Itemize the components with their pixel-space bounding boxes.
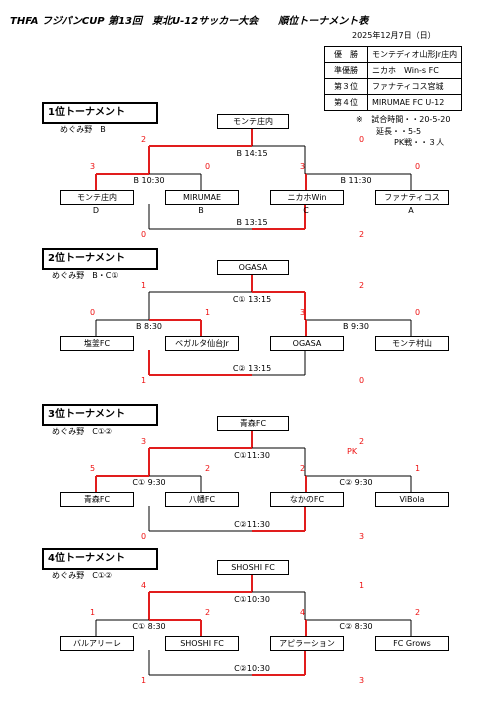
note-mark: ※ [356, 115, 363, 124]
team-box: 青森FC [60, 492, 134, 507]
score-label: 3 [90, 162, 96, 171]
score-label: 1 [90, 608, 96, 617]
score-label: 1 [141, 281, 147, 290]
semi-left-time-label: C① 9:30 [132, 478, 166, 487]
semi-right-time-label: C② 8:30 [339, 622, 373, 631]
score-label: 5 [90, 464, 96, 473]
table-row: 準優勝ニカホ Win-s FC [324, 62, 463, 79]
score-label: 3 [300, 308, 306, 317]
section-label: 2位トーナメント [42, 248, 158, 270]
third-time-label: C②10:30 [234, 664, 270, 673]
team-box: ニカホWin [270, 190, 344, 205]
score-label: 0 [141, 230, 147, 239]
semi-left-time-label: B 8:30 [136, 322, 162, 331]
third-time-label: B 13:15 [236, 218, 268, 227]
score-label: 3 [359, 676, 365, 685]
score-label: 3 [141, 437, 147, 446]
team-box: ファナティコス [375, 190, 449, 205]
note-line-3: PK戦・・３人 [394, 138, 445, 147]
score-label: 0 [141, 532, 147, 541]
notes: ※ 試合時間・・20-5-20 [356, 114, 450, 125]
team-box: ベガルタ仙台Jr [165, 336, 239, 351]
score-label: 0 [90, 308, 96, 317]
score-label: 2 [359, 281, 365, 290]
score-label: 2 [359, 437, 365, 446]
team-box: FC Grows [375, 636, 449, 651]
final-time-label: B 14:15 [236, 149, 268, 158]
score-label: 1 [359, 581, 365, 590]
team-group-caption: B [198, 206, 204, 215]
section-label: 3位トーナメント [42, 404, 158, 426]
final-time-label: C①11:30 [234, 451, 270, 460]
score-label: 0 [415, 162, 421, 171]
event-date: 2025年12月7日（日） [352, 31, 436, 40]
team-box: ViBola [375, 492, 449, 507]
final-time-label: C① 13:15 [232, 295, 272, 304]
final-winner-box: SHOSHI FC [217, 560, 289, 575]
final-winner-box: OGASA [217, 260, 289, 275]
score-label: 4 [300, 608, 306, 617]
table-row: 優 勝モンテディオ山形Jr庄内 [324, 46, 463, 63]
venue-label: めぐみ野 C①② [52, 571, 113, 580]
page-title: THFA フジパンCUP 第13回 東北U-12サッカー大会 順位トーナメント表 [10, 16, 369, 27]
pk-label: PK [347, 447, 358, 456]
semi-right-time-label: C② 9:30 [339, 478, 373, 487]
team-group-caption: D [92, 206, 100, 215]
score-label: 1 [141, 376, 147, 385]
final-winner-box: 青森FC [217, 416, 289, 431]
team-group-caption: A [408, 206, 414, 215]
score-label: 1 [415, 464, 421, 473]
note-line-1: 試合時間・・20-5-20 [371, 115, 451, 124]
team-box: モンテ村山 [375, 336, 449, 351]
score-label: 2 [359, 230, 365, 239]
score-label: 2 [205, 464, 211, 473]
team-cell: MIRUMAE FC U-12 [366, 94, 463, 111]
semi-right-time-label: B 9:30 [343, 322, 369, 331]
score-label: 1 [141, 676, 147, 685]
score-label: 3 [359, 532, 365, 541]
team-box: 塩釜FC [60, 336, 134, 351]
team-box: 八幡FC [165, 492, 239, 507]
section-label: 1位トーナメント [42, 102, 158, 124]
score-label: 0 [205, 162, 211, 171]
third-time-label: C② 13:15 [232, 364, 272, 373]
venue-label: めぐみ野 B [60, 125, 106, 134]
score-label: 2 [415, 608, 421, 617]
team-box: SHOSHI FC [165, 636, 239, 651]
section-label: 4位トーナメント [42, 548, 158, 570]
third-time-label: C②11:30 [234, 520, 270, 529]
note-line-2: 延長・・5-5 [376, 127, 422, 136]
team-group-caption: C [303, 206, 309, 215]
semi-right-time-label: B 11:30 [340, 176, 372, 185]
semi-left-time-label: C① 8:30 [132, 622, 166, 631]
score-label: 0 [415, 308, 421, 317]
semi-left-time-label: B 10:30 [133, 176, 165, 185]
score-label: 1 [205, 308, 211, 317]
final-winner-box: モンテ庄内 [217, 114, 289, 129]
score-label: 4 [141, 581, 147, 590]
score-label: 2 [205, 608, 211, 617]
score-label: 0 [359, 135, 365, 144]
final-time-label: C①10:30 [234, 595, 270, 604]
team-box: バルアリーレ [60, 636, 134, 651]
team-cell: モンテディオ山形Jr庄内 [366, 46, 463, 63]
venue-label: めぐみ野 C①② [52, 427, 113, 436]
venue-label: めぐみ野 B・C① [52, 271, 119, 280]
team-box: なかのFC [270, 492, 344, 507]
team-box: アピラーション [270, 636, 344, 651]
score-label: 2 [141, 135, 147, 144]
team-box: MIRUMAE [165, 190, 239, 205]
score-label: 0 [359, 376, 365, 385]
results-table: 優 勝モンテディオ山形Jr庄内 準優勝ニカホ Win-s FC 第３位ファナティ… [324, 46, 463, 111]
team-box: OGASA [270, 336, 344, 351]
team-box: モンテ庄内 [60, 190, 134, 205]
score-label: 2 [300, 464, 306, 473]
score-label: 3 [300, 162, 306, 171]
